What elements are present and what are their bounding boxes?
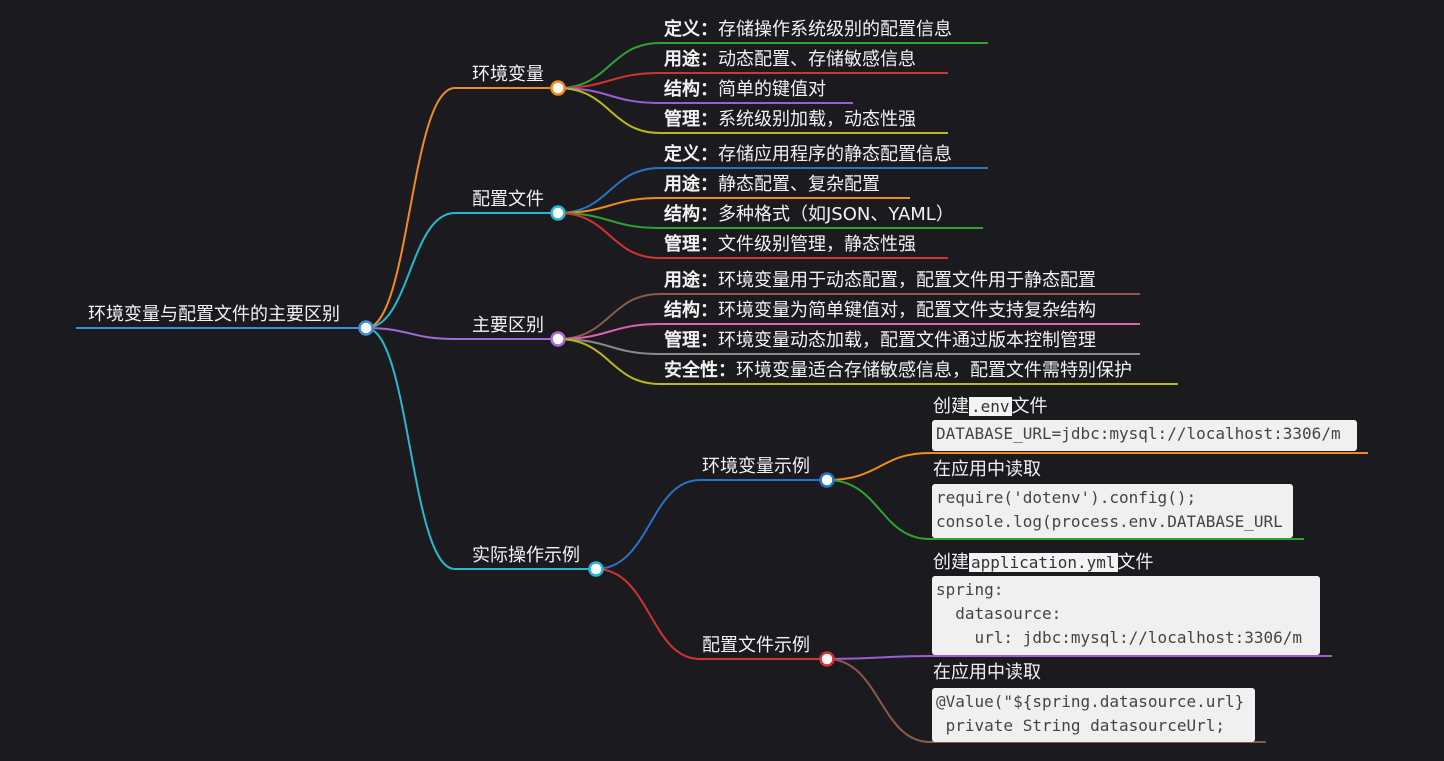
- leaf-line: [557, 197, 910, 214]
- step-suffix: 文件: [1011, 396, 1048, 417]
- leaf-line: [826, 479, 1304, 540]
- root-node: [358, 320, 374, 336]
- sub-cfg-example-label[interactable]: 配置文件示例: [702, 635, 810, 656]
- leaf-line: [557, 323, 1140, 340]
- leaf-text: 环境变量动态加载，配置文件通过版本控制管理: [718, 330, 1096, 351]
- root-label[interactable]: 环境变量与配置文件的主要区别: [88, 304, 340, 325]
- leaf-line: [557, 212, 983, 229]
- leaf-text: 多种格式（如JSON、YAML）: [718, 204, 954, 225]
- code-block-env-read: require('dotenv').config(); console.log(…: [932, 484, 1293, 538]
- leaf-key: 安全性：: [664, 360, 736, 381]
- step-prefix: 创建: [933, 552, 969, 573]
- branch-cfg-label[interactable]: 配置文件: [472, 189, 544, 210]
- leaf-line: [557, 212, 948, 259]
- leaf-text: 系统级别加载，动态性强: [718, 109, 916, 130]
- leaf-diff-structure[interactable]: 结构：环境变量为简单键值对，配置文件支持复杂结构: [664, 300, 1096, 322]
- leaf-text: 简单的键值对: [718, 79, 826, 100]
- branch-env-label[interactable]: 环境变量: [472, 64, 544, 85]
- leaf-key: 用途：: [664, 49, 718, 70]
- node-example: [588, 561, 604, 577]
- leaf-env-definition[interactable]: 定义：存储操作系统级别的配置信息: [664, 19, 952, 41]
- connector-example: [365, 327, 596, 570]
- leaf-text: 环境变量适合存储敏感信息，配置文件需特别保护: [736, 360, 1132, 381]
- step-read-env-title[interactable]: 在应用中读取: [933, 459, 1041, 480]
- leaf-text: 动态配置、存储敏感信息: [718, 49, 916, 70]
- leaf-line: [557, 42, 988, 89]
- leaf-line: [557, 72, 948, 89]
- leaf-env-management[interactable]: 管理：系统级别加载，动态性强: [664, 109, 916, 131]
- leaf-cfg-definition[interactable]: 定义：存储应用程序的静态配置信息: [664, 144, 952, 166]
- leaf-line: [557, 293, 1140, 340]
- leaf-cfg-management[interactable]: 管理：文件级别管理，静态性强: [664, 234, 916, 256]
- leaf-line: [557, 338, 1178, 385]
- inline-code: application.yml: [969, 553, 1118, 572]
- branch-example-label[interactable]: 实际操作示例: [472, 545, 580, 566]
- node-cfg-example: [819, 651, 835, 667]
- connector-env: [365, 87, 558, 329]
- node-diff: [550, 331, 566, 347]
- leaf-line: [557, 87, 948, 134]
- leaf-diff-management[interactable]: 管理：环境变量动态加载，配置文件通过版本控制管理: [664, 330, 1096, 352]
- step-suffix: 文件: [1117, 552, 1154, 573]
- leaf-key: 结构：: [664, 300, 718, 321]
- connector-cfg-example: [595, 568, 827, 660]
- code-block-env-file: DATABASE_URL=jdbc:mysql://localhost:3306…: [932, 420, 1357, 451]
- leaf-key: 结构：: [664, 79, 718, 100]
- leaf-key: 用途：: [664, 270, 718, 291]
- sub-env-example-label[interactable]: 环境变量示例: [702, 456, 810, 477]
- leaf-key: 定义：: [664, 19, 718, 40]
- node-cfg: [550, 205, 566, 221]
- node-env: [550, 80, 566, 96]
- leaf-key: 用途：: [664, 174, 718, 195]
- leaf-line: [557, 87, 853, 104]
- step-prefix: 创建: [933, 396, 969, 417]
- leaf-env-usage[interactable]: 用途：动态配置、存储敏感信息: [664, 49, 916, 71]
- leaf-diff-security[interactable]: 安全性：环境变量适合存储敏感信息，配置文件需特别保护: [664, 360, 1132, 382]
- step-read-yml-title[interactable]: 在应用中读取: [933, 662, 1041, 683]
- connector-diff: [365, 327, 558, 340]
- code-block-yml-read: @Value("${spring.datasource.url} private…: [932, 688, 1255, 742]
- leaf-cfg-structure[interactable]: 结构：多种格式（如JSON、YAML）: [664, 204, 954, 226]
- leaf-line: [826, 655, 1332, 660]
- leaf-text: 存储应用程序的静态配置信息: [718, 144, 952, 165]
- leaf-key: 定义：: [664, 144, 718, 165]
- inline-code: .env: [969, 397, 1012, 416]
- leaf-text: 环境变量为简单键值对，配置文件支持复杂结构: [718, 300, 1096, 321]
- leaf-diff-usage[interactable]: 用途：环境变量用于动态配置，配置文件用于静态配置: [664, 270, 1096, 292]
- leaf-text: 文件级别管理，静态性强: [718, 234, 916, 255]
- branch-diff-label[interactable]: 主要区别: [472, 315, 544, 336]
- leaf-text: 存储操作系统级别的配置信息: [718, 19, 952, 40]
- connector-env-example: [595, 479, 827, 570]
- leaf-cfg-usage[interactable]: 用途：静态配置、复杂配置: [664, 174, 880, 196]
- leaf-line: [826, 452, 1368, 481]
- leaf-text: 环境变量用于动态配置，配置文件用于静态配置: [718, 270, 1096, 291]
- leaf-text: 静态配置、复杂配置: [718, 174, 880, 195]
- code-block-yml: spring: datasource: url: jdbc:mysql://lo…: [932, 576, 1320, 655]
- leaf-key: 结构：: [664, 204, 718, 225]
- connector-cfg: [365, 212, 558, 329]
- leaf-line: [557, 167, 988, 214]
- leaf-key: 管理：: [664, 330, 718, 351]
- leaf-line: [557, 338, 1140, 355]
- leaf-line: [826, 658, 1266, 743]
- node-env-example: [819, 472, 835, 488]
- leaf-env-structure[interactable]: 结构：简单的键值对: [664, 79, 826, 101]
- leaf-key: 管理：: [664, 234, 718, 255]
- leaf-key: 管理：: [664, 109, 718, 130]
